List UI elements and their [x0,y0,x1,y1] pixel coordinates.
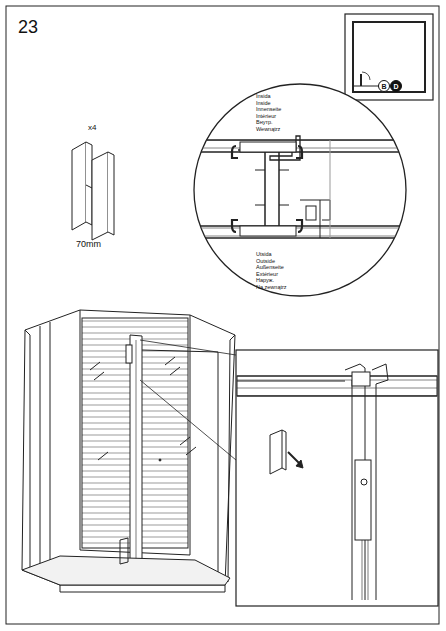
side-label: Extérieur [256,272,278,278]
side-label: Na zewnątrz [256,285,287,291]
detail-circle [194,84,406,296]
plan-inset [345,14,433,100]
side-label: Наруж. [256,278,274,284]
part-note: x4 [88,124,96,132]
callout-circle: B [378,80,390,92]
side-label: Wewnątrz [256,127,280,133]
h-profile-part [72,142,114,240]
shower-cabin [22,310,235,592]
side-label: Innenseite [256,107,281,113]
part-note: 70mm [76,240,101,249]
step-number: 23 [18,18,38,36]
zoom-box [236,350,438,606]
callout-letter: D [393,83,398,90]
side-label: Insida [256,94,271,100]
callout-circle: D [390,80,402,92]
side-label: Внутр. [256,120,273,126]
callout-letter: B [381,83,386,90]
side-label: Utsida [256,252,272,258]
side-label: Außenseite [256,265,284,271]
side-label: Intérieur [256,114,276,120]
side-label: Outside [256,259,275,265]
side-label: Inside [256,101,271,107]
page-frame [6,6,439,624]
